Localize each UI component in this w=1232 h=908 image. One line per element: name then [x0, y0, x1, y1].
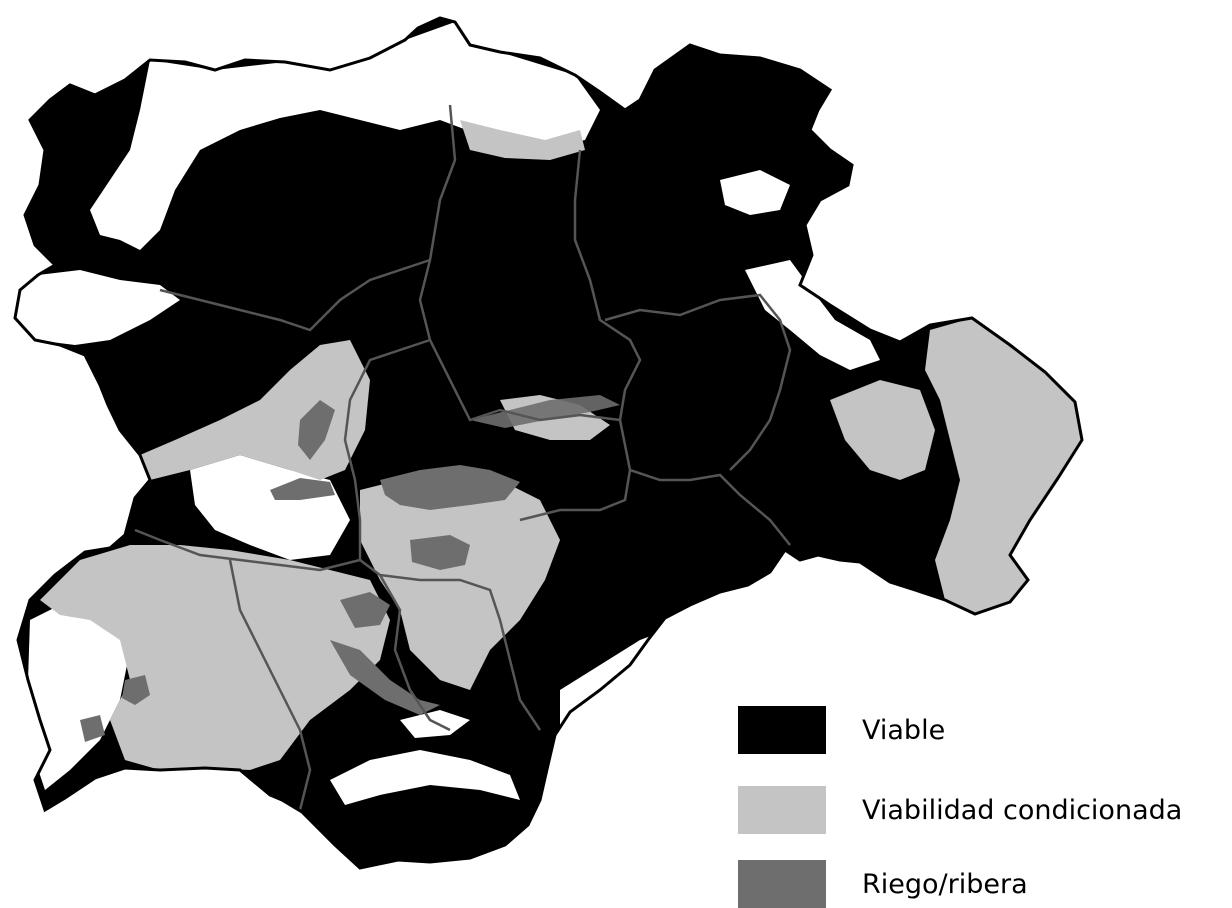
legend-item-condicionada: Viabilidad condicionada	[738, 786, 1182, 834]
legend-swatch-viable	[738, 706, 826, 754]
legend-label-riego: Riego/ribera	[862, 868, 1028, 900]
legend-label-viable: Viable	[862, 714, 946, 746]
legend-label-condicionada: Viabilidad condicionada	[862, 794, 1183, 826]
legend-swatch-condicionada	[738, 786, 826, 834]
legend-swatch-riego	[738, 860, 826, 908]
riego-areas	[80, 395, 620, 742]
province-borders	[134, 104, 792, 811]
legend-item-viable: Viable	[738, 706, 945, 754]
legend-item-riego: Riego/ribera	[738, 860, 1028, 908]
